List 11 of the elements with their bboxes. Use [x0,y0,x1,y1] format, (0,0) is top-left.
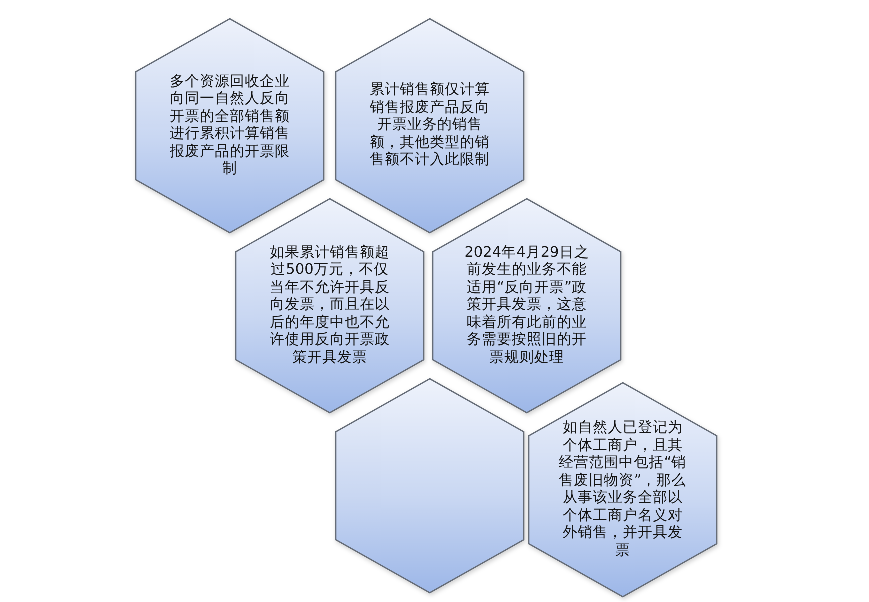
hexagon [235,198,425,414]
hexagon-text: 累计销售额仅计算销售报废产品反向开票业务的销售额，其他类型的销售额不计入此限制 [369,82,491,170]
hexagon [432,198,622,414]
hexagon [335,378,525,594]
hexagon-text: 2024年4月29日之前发生的业务不能适用“反向开票”政策开具发票，这意味着所有此前的业务需要按照旧的开票规则处理 [464,244,590,368]
hexagon [335,18,525,234]
hexagon-text: 如自然人已登记为个体工商户，且其经营范围中包括“销售废旧物资”，那么从事该业务全部以个体工商户名义对外销售，并开具发票 [558,420,688,560]
hexagon-text: 多个资源回收企业向同一自然人反向开票的全部销售额进行累积计算销售报废产品的开票限制 [169,74,291,178]
hexagon [528,382,718,598]
hexagon [135,18,325,234]
hexagon-text: 如果累计销售额超过500万元，不仅当年不允许开具反向发票，而且在以后的年度中也不允许使用反向开票政策开具发票 [269,244,391,368]
